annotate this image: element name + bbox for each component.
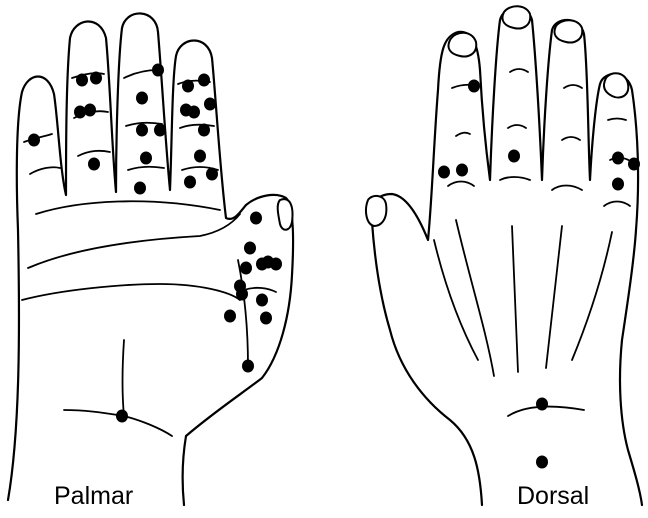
lesion-marker xyxy=(134,182,146,195)
lesion-marker xyxy=(224,310,236,323)
dorsal-label: Dorsal xyxy=(517,484,589,509)
lesion-marker xyxy=(456,164,468,177)
lesion-markers xyxy=(28,64,640,469)
palmar-thumb-nail xyxy=(278,199,293,230)
lesion-marker xyxy=(194,150,206,163)
palmar-crease xyxy=(123,340,125,416)
lesion-marker xyxy=(536,456,548,469)
lesion-marker xyxy=(612,178,624,191)
lesion-marker xyxy=(250,212,262,225)
lesion-marker xyxy=(438,166,450,179)
dorsal-crease xyxy=(562,137,580,140)
lesion-marker xyxy=(136,92,148,105)
lesion-marker xyxy=(256,294,268,307)
lesion-marker xyxy=(198,124,210,137)
lesion-marker xyxy=(84,104,96,117)
lesion-marker xyxy=(88,158,100,171)
dorsal-crease xyxy=(604,202,630,207)
lesion-marker xyxy=(28,134,40,147)
lesion-marker xyxy=(198,74,210,87)
palmar-crease xyxy=(238,260,248,366)
palmar-crease xyxy=(30,167,60,174)
lesion-marker xyxy=(90,72,102,85)
lesion-marker xyxy=(116,410,128,423)
lesion-marker xyxy=(628,158,640,171)
lesion-marker xyxy=(236,288,248,301)
dorsal-nail xyxy=(448,33,476,57)
dorsal-crease xyxy=(564,85,582,88)
lesion-marker xyxy=(74,106,86,119)
lesion-marker xyxy=(240,262,252,275)
lesion-marker xyxy=(182,80,194,93)
lesion-marker xyxy=(152,64,164,77)
lesion-marker xyxy=(188,106,200,119)
palmar-crease xyxy=(78,151,110,156)
dorsal-crease xyxy=(448,182,474,187)
dorsal-crease xyxy=(552,186,582,191)
dorsal-crease xyxy=(508,125,526,128)
dorsal-hand xyxy=(366,6,642,505)
lesion-marker xyxy=(184,176,196,189)
lesion-marker xyxy=(260,312,272,325)
lesion-marker xyxy=(270,258,282,271)
palmar-crease xyxy=(128,167,164,170)
palmar-crease xyxy=(244,288,276,292)
dorsal-hand-outline xyxy=(372,8,642,505)
lesion-marker xyxy=(536,398,548,411)
dorsal-tendon xyxy=(434,240,478,360)
dorsal-nail xyxy=(554,20,582,42)
lesion-marker xyxy=(140,152,152,165)
dorsal-nail xyxy=(604,73,628,97)
dorsal-crease xyxy=(510,69,528,72)
dorsal-crease xyxy=(608,119,626,121)
lesion-marker xyxy=(508,150,520,163)
palmar-hand xyxy=(8,13,293,505)
dorsal-crease xyxy=(456,133,470,136)
dorsal-crease xyxy=(500,177,530,180)
lesion-marker xyxy=(242,360,254,373)
palmar-crease xyxy=(36,201,220,214)
lesion-marker xyxy=(244,242,256,255)
lesion-marker xyxy=(612,152,624,165)
dorsal-tendon xyxy=(572,232,612,360)
lesion-marker xyxy=(204,98,216,111)
palmar-crease xyxy=(28,214,240,268)
lesion-marker xyxy=(136,124,148,137)
dorsal-thumb-nail xyxy=(366,196,386,226)
lesion-marker xyxy=(206,168,218,181)
lesion-marker xyxy=(154,124,166,137)
dorsal-tendon xyxy=(546,226,562,368)
dorsal-nail xyxy=(502,6,530,28)
palmar-label: Palmar xyxy=(54,484,133,509)
lesion-marker xyxy=(468,80,480,93)
lesion-marker xyxy=(76,74,88,87)
palmar-crease xyxy=(22,284,240,300)
lesion-marker xyxy=(256,258,268,271)
dorsal-tendon xyxy=(512,226,518,372)
